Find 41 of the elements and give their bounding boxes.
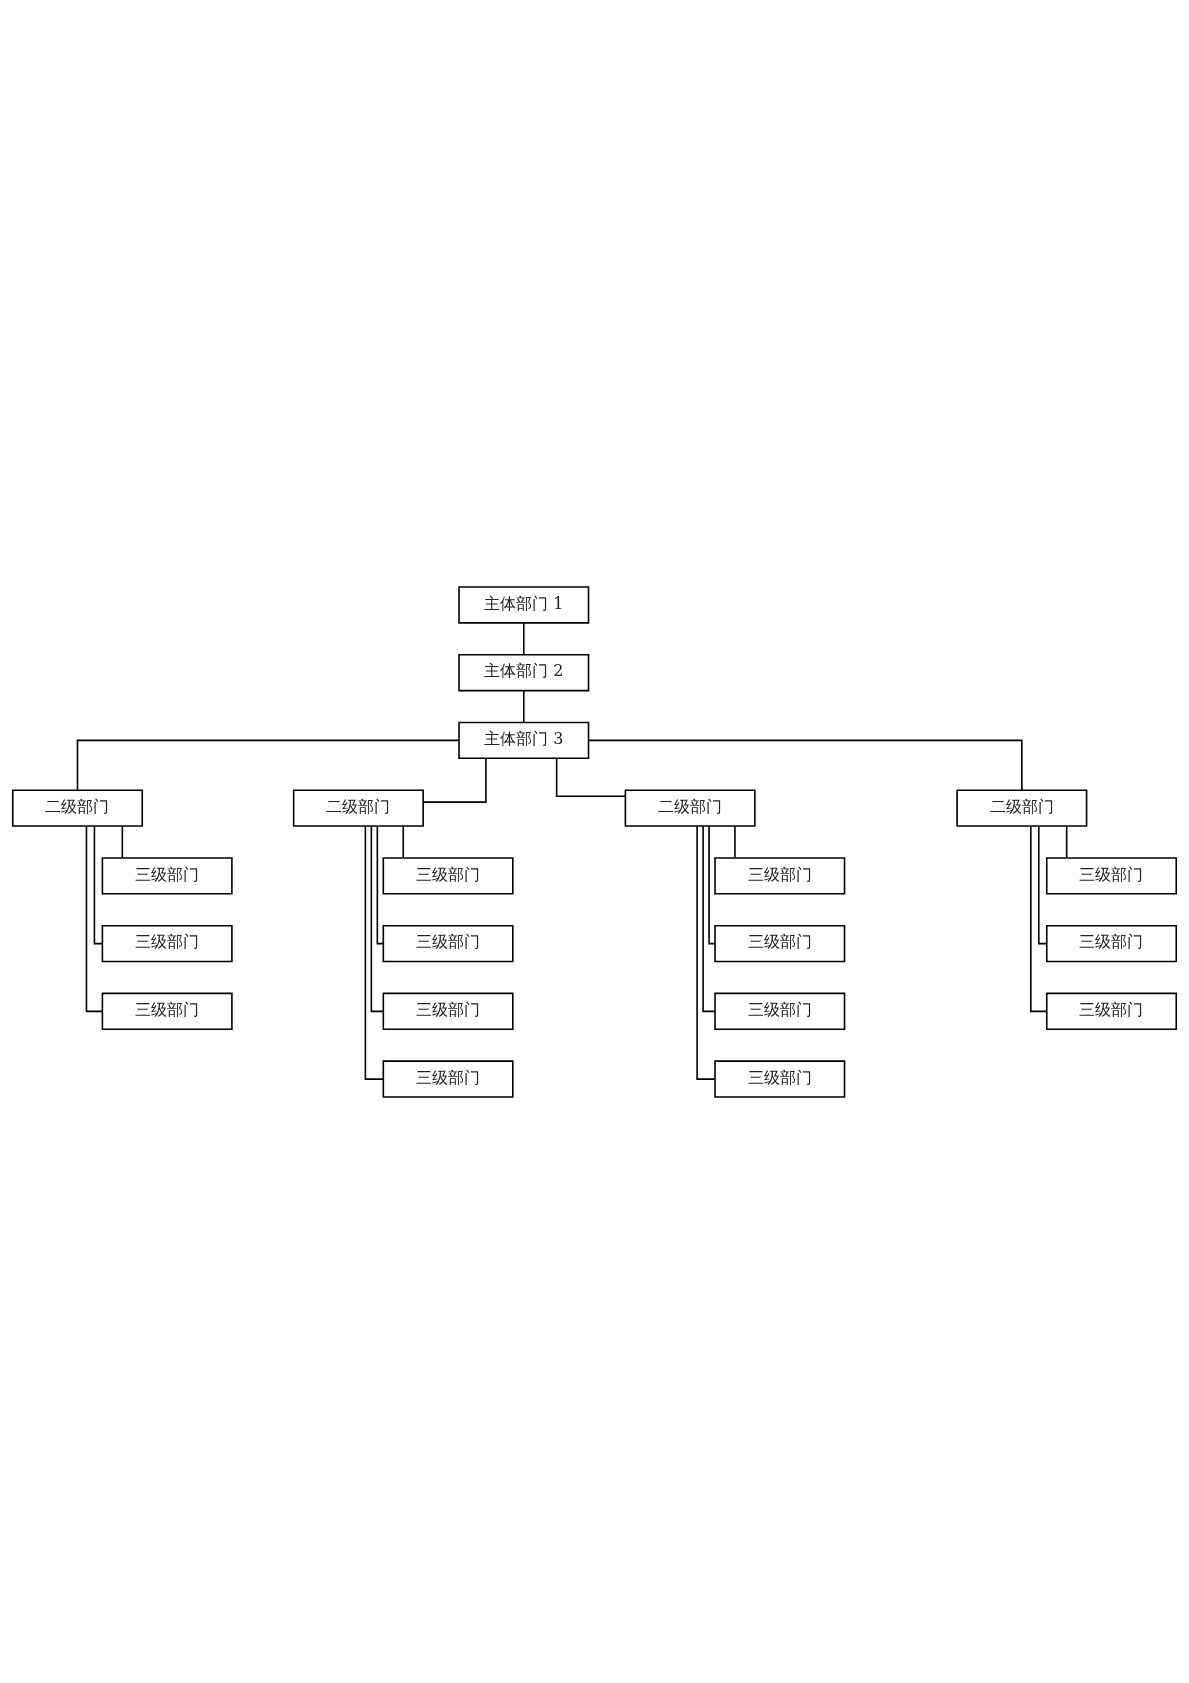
connector (696, 825, 716, 1080)
node-box: 三级部门 (714, 992, 846, 1030)
node-box: 主体部门 3 (458, 721, 590, 759)
connector (76, 739, 460, 791)
node-box: 主体部门 2 (458, 653, 590, 691)
node-box: 二级部门 (292, 788, 424, 827)
node-box: 三级部门 (1045, 992, 1178, 1030)
node-box: 三级部门 (101, 924, 233, 962)
node-box: 三级部门 (714, 924, 846, 962)
connector (376, 824, 384, 944)
node-box: 三级部门 (1045, 924, 1178, 962)
connector (85, 824, 103, 1012)
connector (587, 739, 1023, 791)
connector (522, 689, 525, 723)
connector (1038, 824, 1048, 944)
node-box: 三级部门 (101, 992, 233, 1030)
node-box: 三级部门 (382, 1059, 514, 1098)
connector (402, 825, 405, 858)
connector (422, 757, 487, 803)
node-box: 三级部门 (382, 992, 514, 1030)
connector (1065, 825, 1068, 858)
connector (364, 825, 384, 1080)
connector (708, 824, 716, 944)
connector (121, 825, 124, 858)
connector (522, 621, 525, 655)
node-box: 主体部门 1 (458, 585, 590, 624)
node-box: 三级部门 (1045, 856, 1178, 895)
node-box: 三级部门 (101, 856, 233, 895)
connector (702, 824, 716, 1012)
node-box: 二级部门 (956, 788, 1088, 827)
node-box: 三级部门 (714, 1059, 846, 1098)
connector (1030, 824, 1048, 1012)
node-box: 三级部门 (714, 856, 846, 895)
connector (734, 825, 736, 858)
node-box: 二级部门 (624, 788, 756, 827)
node-box: 三级部门 (382, 924, 514, 962)
connector (555, 757, 627, 797)
node-box: 三级部门 (382, 856, 514, 895)
connector (93, 824, 103, 944)
node-box: 二级部门 (11, 788, 144, 827)
connector (370, 824, 384, 1012)
